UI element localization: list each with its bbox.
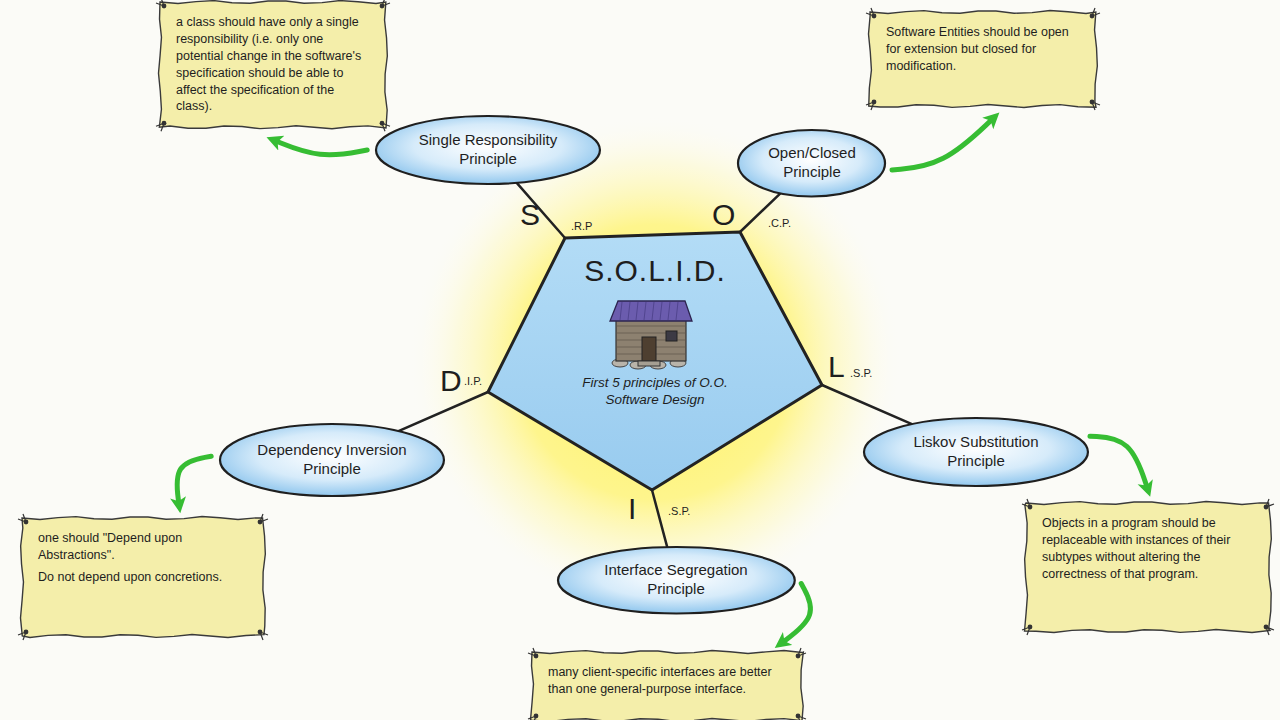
principle-bubble: Interface Segregation Principle [556,545,797,615]
bubble-ellipse [558,547,795,613]
corner-curl [1022,499,1030,507]
bubble-ellipse [864,418,1088,486]
corner-curl [798,648,806,656]
green-arrow [892,117,994,170]
parchment [159,1,388,129]
pointer-line [398,392,488,431]
bubble-ellipse [738,130,885,196]
principle-name: Liskov Substitution Principle [891,433,1061,471]
definition-note: one should "Depend upon Abstractions". Do… [22,518,264,636]
corner-curl [18,632,26,640]
green-arrow [1090,436,1148,490]
principle-definition: Software Entities should be open for ext… [886,24,1080,75]
pointer-line [517,183,565,238]
corner-curl [260,632,268,640]
bubble-text-holder: Dependency Inversion Principle [247,441,417,479]
corner-curl [528,648,536,656]
corner-curl [156,123,164,131]
green-arrow [177,456,211,506]
glow [405,112,905,612]
diagram-subtitle: First 5 principles of O.O. Software Desi… [570,375,740,409]
green-arrow [273,140,367,155]
house-door [642,337,656,361]
corner-curl [260,514,268,522]
corner-curl [1266,499,1274,507]
bubble-text-holder: Single Responsibility Principle [403,131,573,169]
core-pentagon: S.O.L.I.D. First 5 principles of O.O. Sof… [480,225,830,500]
corner-curl [528,716,536,720]
bubble-ellipse [220,424,444,496]
corner-curl [1266,627,1274,635]
definition-note: Software Entities should be open for ext… [870,12,1096,106]
principle-definition: many client-specific interfaces are bett… [548,664,786,698]
principle-definition: Objects in a program should be replaceab… [1042,515,1254,583]
parchment [531,651,804,720]
corner-curl [866,8,874,16]
principle-bubble: Open/Closed Principle [736,128,887,198]
house-window [666,331,677,341]
principle-name: Dependency Inversion Principle [247,441,417,479]
principle-bubble: Dependency Inversion Principle [218,422,446,498]
pointer-line [822,385,912,424]
roof-line [620,302,622,320]
principle-name: Single Responsibility Principle [403,131,573,169]
principle-definition: a class should have only a single respon… [176,14,370,115]
vertex-letter: L [828,352,845,382]
roof-line [644,302,646,320]
bubble-text-holder: Open/Closed Principle [757,144,867,182]
house-step [638,361,660,366]
house-roof [610,301,692,321]
bubble-text-holder: Interface Segregation Principle [586,561,766,599]
principle-name: Interface Segregation Principle [586,561,766,599]
roof-line [652,302,654,320]
parchment [869,11,1098,108]
pointer-line [652,490,667,547]
vertex-abbreviation: .R.P [571,221,592,232]
corner-curl [156,0,164,6]
vertex-letter: O [712,200,735,230]
corner-curl [382,123,390,131]
definition-note: a class should have only a single respon… [160,2,386,127]
definition-note: many client-specific interfaces are bett… [532,652,802,720]
vertex-abbreviation: .C.P. [768,218,791,229]
corner-curl [1092,102,1100,110]
roof-line [676,302,678,320]
corner-curl [382,0,390,6]
parchment [1025,502,1272,633]
bubble-ellipse [376,116,600,184]
vertex-letter: S [520,200,540,230]
vertex-letter: I [628,494,636,524]
roof-line [628,302,630,320]
definition-note: Objects in a program should be replaceab… [1026,503,1270,631]
vertex-abbreviation: .S.P. [850,368,872,379]
principle-bubble: Liskov Substitution Principle [862,416,1090,488]
vertex-abbreviation: .I.P. [464,376,482,387]
corner-curl [866,102,874,110]
roof-line [668,302,670,320]
principle-definition: Do not depend upon concretions. [38,569,248,586]
house-wall [616,319,686,361]
principle-definition: one should "Depend upon Abstractions". [38,530,248,564]
stone-course [616,326,686,327]
bubble-text-holder: Liskov Substitution Principle [891,433,1061,471]
roof-line [660,302,662,320]
parchment [21,517,266,638]
principle-bubble: Single Responsibility Principle [374,114,602,186]
corner-curl [1022,627,1030,635]
corner-curl [1092,8,1100,16]
vertex-letter: D [440,366,462,396]
vertex-abbreviation: .S.P. [668,506,690,517]
house-icon [610,301,692,369]
principle-name: Open/Closed Principle [757,144,867,182]
roof-line [636,302,638,320]
corner-curl [18,514,26,522]
diagram-heading: S.O.L.I.D. [480,253,830,289]
corner-curl [798,716,806,720]
